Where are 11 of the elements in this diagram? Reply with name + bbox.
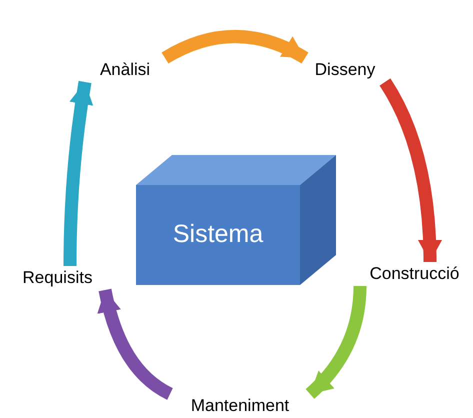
stage-label: Anàlisi — [100, 59, 150, 82]
curved-arrow — [306, 286, 366, 399]
box-label: Sistema — [172, 219, 264, 250]
stage-label: Manteniment — [190, 395, 290, 418]
stage-label: Disseny — [314, 59, 376, 82]
curved-arrow — [64, 80, 94, 266]
curved-arrow — [98, 288, 174, 400]
curved-arrow — [379, 78, 442, 262]
stage-label: Requisits — [22, 267, 92, 290]
stage-label: Construcció — [370, 263, 460, 286]
curved-arrow — [162, 30, 308, 64]
